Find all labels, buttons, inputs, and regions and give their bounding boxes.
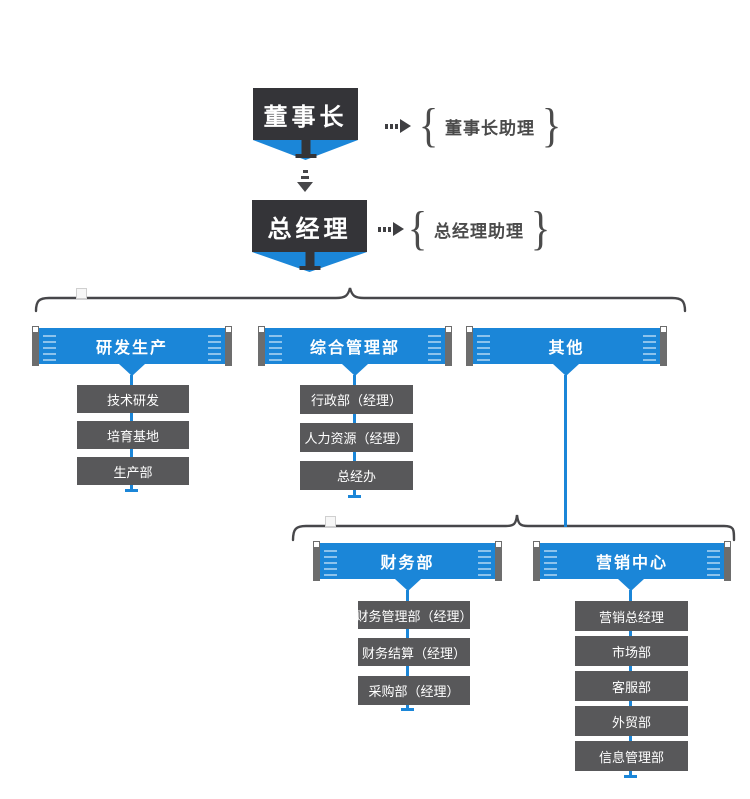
dept-box: 营销总经理 [575, 601, 688, 631]
dept-box: 财务管理部（经理） [356, 601, 473, 629]
banner-general-admin: 综合管理部 [258, 326, 452, 366]
dept-box: 采购部（经理） [358, 676, 470, 705]
banner-marketing-label: 营销中心 [539, 543, 725, 579]
assistant-gm: { 总经理助理 } [406, 204, 552, 254]
banner-stripes [324, 550, 337, 576]
dept-box: 信息管理部 [575, 741, 688, 771]
assistant-gm-label: 总经理助理 [434, 221, 525, 242]
connector-triangle-icon [342, 364, 368, 376]
artifact-handle [325, 516, 336, 527]
banner-finance-label: 财务部 [319, 543, 496, 579]
node-general-manager: 总经理 [252, 200, 367, 272]
banner-marketing: 营销中心 [533, 541, 731, 581]
node-chairman: 董事长 [253, 88, 358, 160]
banner-rd-production-label: 研发生产 [38, 328, 226, 364]
connector-endbar [125, 489, 138, 492]
banner-stripes [208, 335, 221, 361]
banner-endcap [495, 541, 502, 581]
dept-box: 总经办 [300, 461, 413, 490]
brace-close-icon: } [541, 99, 562, 152]
overbrace-top [34, 287, 687, 313]
dept-box: 人力资源（经理） [300, 423, 413, 452]
dept-box: 财务结算（经理） [358, 638, 470, 666]
assistant-chairman-label: 董事长助理 [445, 118, 536, 139]
stem [301, 140, 310, 155]
dept-box: 市场部 [575, 636, 688, 666]
connector-triangle-icon [395, 579, 421, 591]
stem-bar [295, 154, 316, 158]
banner-other-label: 其他 [472, 328, 661, 364]
connector-triangle-icon [553, 364, 579, 376]
banner-stripes [643, 335, 656, 361]
stem-bar [299, 266, 320, 270]
banner-finance: 财务部 [313, 541, 502, 581]
connector-line [564, 375, 567, 527]
dept-box: 外贸部 [575, 706, 688, 736]
banner-endcap [258, 326, 265, 366]
dept-box: 生产部 [77, 457, 189, 485]
banner-endcap [533, 541, 540, 581]
banner-stripes [707, 550, 720, 576]
dept-box: 培育基地 [77, 421, 189, 449]
dept-box: 客服部 [575, 671, 688, 701]
dashed-arrow-right-icon [385, 119, 411, 133]
banner-stripes [428, 335, 441, 361]
dashed-arrow-right-icon [378, 222, 404, 236]
banner-endcap [660, 326, 667, 366]
artifact-handle [76, 288, 87, 299]
banner-endcap [466, 326, 473, 366]
banner-endcap [724, 541, 731, 581]
dept-box: 行政部（经理） [300, 385, 413, 414]
banner-stripes [477, 335, 490, 361]
banner-general-admin-label: 综合管理部 [264, 328, 446, 364]
stem [305, 252, 314, 267]
banner-stripes [544, 550, 557, 576]
dept-box: 技术研发 [77, 385, 189, 413]
assistant-chairman: { 董事长助理 } [417, 101, 563, 151]
dashed-arrow-down-icon [297, 170, 313, 192]
node-chairman-label: 董事长 [253, 88, 358, 140]
banner-stripes [269, 335, 282, 361]
connector-endbar [348, 495, 361, 498]
banner-endcap [313, 541, 320, 581]
connector-endbar [401, 708, 414, 711]
connector-triangle-icon [119, 364, 145, 376]
banner-stripes [43, 335, 56, 361]
banner-stripes [478, 550, 491, 576]
brace-close-icon: } [530, 202, 551, 255]
node-general-manager-label: 总经理 [252, 200, 367, 252]
banner-endcap [225, 326, 232, 366]
brace-open-icon: { [407, 202, 428, 255]
banner-endcap [445, 326, 452, 366]
overbrace-bottom [291, 514, 736, 542]
banner-other: 其他 [466, 326, 667, 366]
brace-open-icon: { [418, 99, 439, 152]
banner-endcap [32, 326, 39, 366]
connector-endbar [624, 775, 637, 778]
banner-rd-production: 研发生产 [32, 326, 232, 366]
connector-triangle-icon [618, 579, 644, 591]
